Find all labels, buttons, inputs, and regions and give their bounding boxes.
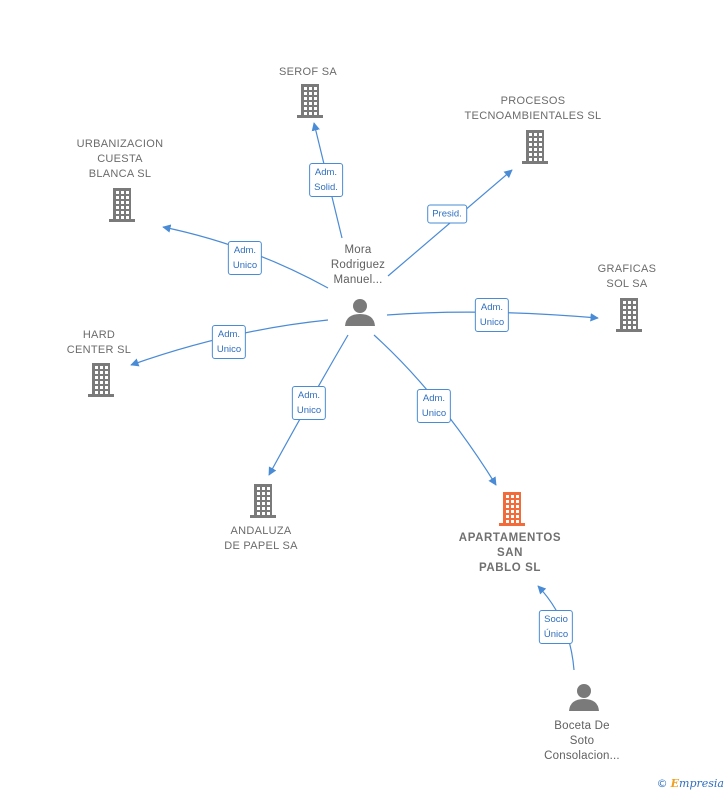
person-icon-boceta[interactable] — [569, 684, 599, 711]
edge-label-mora-serof[interactable]: Adm. Solid. — [309, 163, 343, 197]
company-label-andaluza: ANDALUZA DE PAPEL SA — [224, 525, 298, 552]
copyright-symbol: © — [656, 777, 668, 790]
company-label-hard: HARD CENTER SL — [66, 329, 132, 356]
person-label-boceta: Boceta De Soto Consolacion... — [544, 720, 620, 762]
building-icon-andaluza[interactable] — [250, 484, 276, 518]
company-label-serof: SEROF SA — [278, 66, 338, 78]
building-icon-urbanizacion[interactable] — [109, 188, 135, 222]
edge-label-mora-urbanizacion[interactable]: Adm. Unico — [227, 241, 263, 275]
empresia-watermark: ©Empresia — [657, 777, 724, 790]
edge-label-boceta-apartamentos[interactable]: Socio Único — [538, 610, 574, 644]
company-label-apartamentos: APARTAMENTOS SAN PABLO SL — [458, 532, 562, 574]
company-label-urbanizacion: URBANIZACION CUESTA BLANCA SL — [76, 138, 164, 180]
building-icon-hard[interactable] — [88, 363, 114, 397]
company-label-procesos: PROCESOS TECNOAMBIENTALES SL — [464, 95, 602, 122]
building-icon-graficas[interactable] — [616, 298, 642, 332]
brand-initial: E — [670, 777, 680, 790]
edge-label-mora-apartamentos[interactable]: Adm. Unico — [416, 389, 452, 423]
person-icon-mora[interactable] — [345, 299, 375, 326]
edge-label-mora-procesos[interactable]: Presid. — [427, 204, 467, 224]
person-label-mora: Mora Rodriguez Manuel... — [330, 244, 386, 286]
company-label-graficas: GRAFICAS SOL SA — [597, 263, 657, 290]
edge-label-mora-andaluza[interactable]: Adm. Unico — [291, 386, 327, 420]
brand-name: mpresia — [679, 777, 724, 790]
edge-label-mora-hard[interactable]: Adm. Unico — [211, 325, 247, 359]
building-icon-serof[interactable] — [297, 84, 323, 118]
edge-label-mora-graficas[interactable]: Adm. Unico — [474, 298, 510, 332]
building-icon-apartamentos[interactable] — [499, 492, 525, 526]
building-icon-procesos[interactable] — [522, 130, 548, 164]
